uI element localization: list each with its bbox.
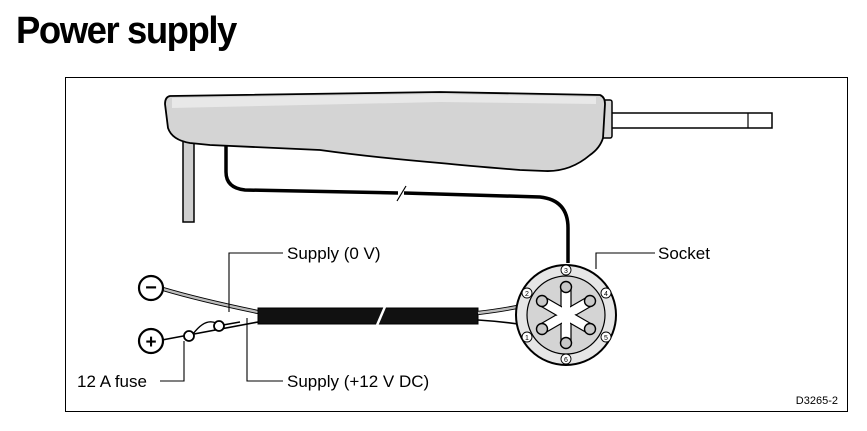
supply-wires (161, 286, 546, 341)
socket-label: Socket (658, 244, 710, 263)
push-rod (605, 112, 773, 129)
unit-cable-socket (403, 191, 570, 263)
diagram-frame (65, 77, 848, 412)
drawing-code: D3265-2 (796, 395, 838, 407)
positive-terminal: + (137, 327, 165, 355)
pin-label-5: 5 (604, 335, 608, 342)
page-title: Power supply (16, 10, 237, 52)
drive-unit (164, 91, 773, 223)
negative-terminal: − (137, 274, 165, 302)
pin-label-4: 4 (604, 291, 608, 298)
pin-label-6: 6 (564, 357, 568, 364)
leader-lines (160, 252, 655, 382)
fuse-label: 12 A fuse (77, 372, 147, 391)
positive-symbol: + (145, 332, 156, 353)
fuse (183, 320, 241, 342)
socket: 1 2 3 4 5 6 (515, 264, 617, 366)
pin-label-2: 2 (525, 291, 529, 298)
unit-cable (224, 145, 399, 195)
supply-0v-label: Supply (0 V) (287, 244, 381, 263)
supply-12v-label: Supply (+12 V DC) (287, 372, 429, 391)
mounting-pin (182, 139, 195, 223)
pin-label-3: 3 (564, 268, 568, 275)
cable-sheath (257, 307, 479, 325)
pin-label-1: 1 (525, 335, 529, 342)
drive-unit-body (164, 91, 606, 172)
negative-symbol: − (145, 277, 157, 299)
